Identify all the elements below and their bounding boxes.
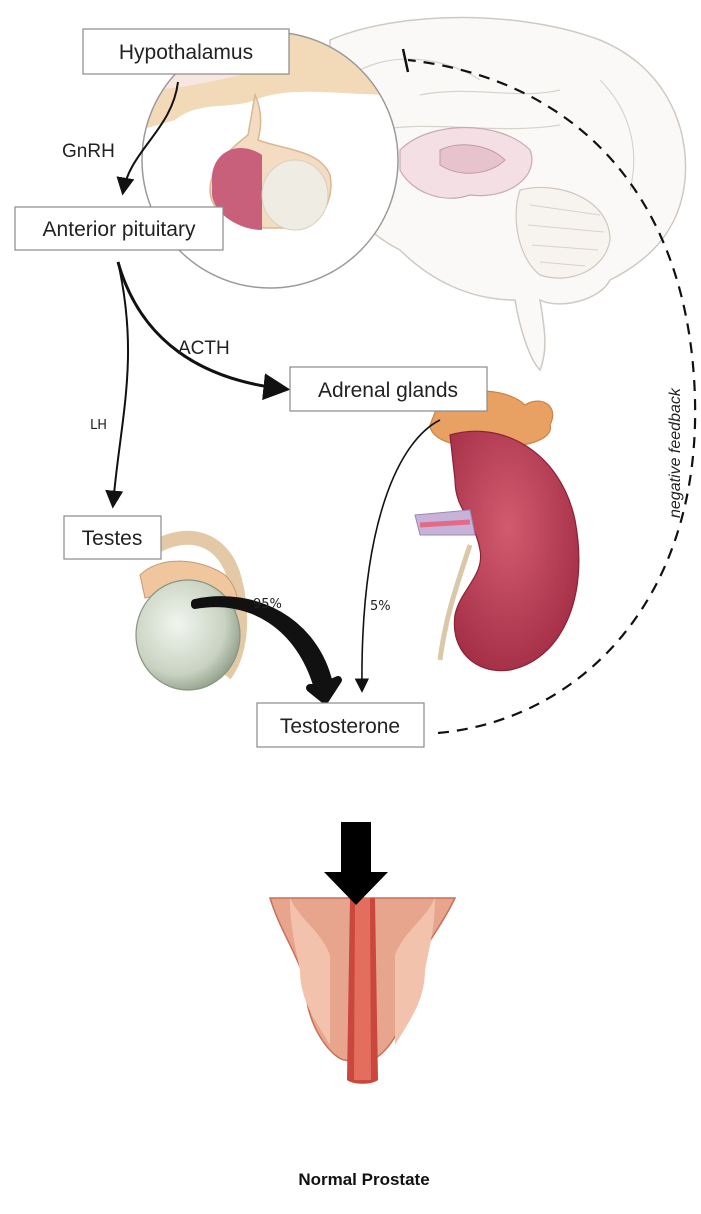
label-hypothalamus: Hypothalamus (119, 41, 253, 64)
label-lh: LH (90, 418, 107, 433)
label-anterior-pituitary: Anterior pituitary (43, 218, 196, 241)
label-5-percent: 5% (370, 599, 391, 614)
label-acth: ACTH (178, 338, 230, 359)
caption-normal-prostate: Normal Prostate (298, 1170, 429, 1189)
box-testes: Testes (64, 516, 161, 559)
label-gnrh: GnRH (62, 141, 115, 162)
adrenal-to-testosterone-arrow (362, 420, 440, 690)
label-testosterone: Testosterone (280, 715, 400, 738)
box-hypothalamus: Hypothalamus (83, 29, 289, 74)
testis-illustration (136, 538, 240, 690)
down-arrow (324, 822, 388, 905)
prostate-illustration (270, 898, 455, 1084)
box-testosterone: Testosterone (257, 703, 424, 747)
label-testes: Testes (82, 527, 143, 550)
box-adrenal-glands: Adrenal glands (290, 367, 487, 411)
lh-arrow (113, 262, 128, 505)
label-95-percent: 95% (253, 597, 282, 612)
box-anterior-pituitary: Anterior pituitary (15, 207, 223, 250)
label-adrenal-glands: Adrenal glands (318, 379, 458, 402)
kidney-illustration (415, 391, 579, 671)
label-negative-feedback: negative feedback (667, 387, 684, 518)
